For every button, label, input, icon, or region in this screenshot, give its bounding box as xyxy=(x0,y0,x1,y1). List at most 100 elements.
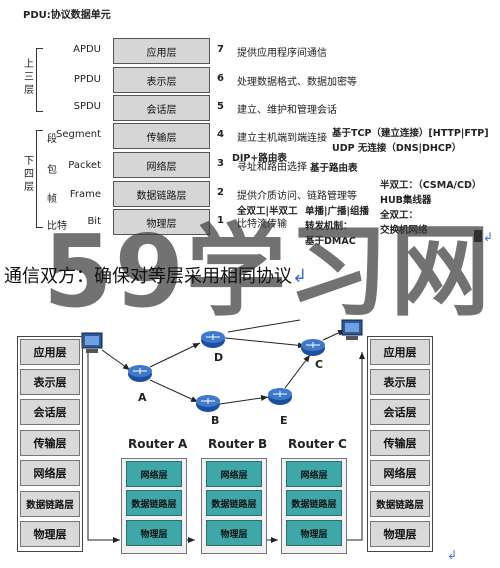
link-c-host xyxy=(322,329,346,341)
pdu-ppdu: PPDU xyxy=(73,74,101,85)
router-a-network: 网络层 xyxy=(126,461,182,487)
desc-physical: 比特流传输 xyxy=(237,219,287,230)
router-a-icon xyxy=(128,365,152,382)
pdu-title: PDU:协议数据单元 xyxy=(23,10,111,21)
pdu-bit: Bit xyxy=(87,216,101,227)
note-router-table: 基于路由表 xyxy=(310,163,358,174)
pdu-spdu: SPDU xyxy=(73,101,101,112)
right-session: 会话层 xyxy=(370,399,430,425)
left-transport: 传输层 xyxy=(20,430,80,456)
right-network: 网络层 xyxy=(370,460,430,486)
pdu-segment: Segment xyxy=(56,129,101,140)
note-forward: 转发机制： xyxy=(305,221,353,232)
desc-application: 提供应用程序间通信 xyxy=(237,48,327,59)
host-left-icon xyxy=(81,332,103,353)
router-b-physical: 物理层 xyxy=(206,520,262,546)
return-mark-top: ↲ xyxy=(483,230,494,244)
upper-brace xyxy=(36,48,43,112)
note-tcp: 基于TCP（建立连接）[HTTP|FTP] xyxy=(332,128,489,139)
pdu-packet: Packet xyxy=(68,160,101,171)
lower-brace xyxy=(36,130,43,228)
desc-session: 建立、维护和管理会话 xyxy=(237,105,337,116)
upper-group-label: 上三层 xyxy=(24,59,34,96)
left-physical: 物理层 xyxy=(20,521,80,547)
pdu-frame: Frame xyxy=(69,189,101,200)
path-host-to-router-a xyxy=(87,352,120,543)
left-session: 会话层 xyxy=(20,399,80,425)
router-b-network: 网络层 xyxy=(206,461,262,487)
right-physical: 物理层 xyxy=(370,521,430,547)
link-e-c xyxy=(284,354,311,389)
layer-num-1: 1 xyxy=(217,215,224,226)
note-hub: HUB集线器 xyxy=(380,195,432,206)
router-c-datalink: 数据链路层 xyxy=(286,490,342,516)
layer-num-5: 5 xyxy=(217,101,224,112)
note-full-duplex: 全双工： xyxy=(380,210,419,221)
prefix-packet: 包 xyxy=(47,165,57,176)
router-c-physical: 物理层 xyxy=(286,520,342,546)
link-a-b xyxy=(149,379,199,403)
lower-group-label: 下四层 xyxy=(24,156,34,193)
page-heading: 通信双方：确保对等层采用相同协议↲ xyxy=(4,262,307,288)
router-c-network: 网络层 xyxy=(286,461,342,487)
path-c-to-host xyxy=(344,352,365,541)
osi-physical: 物理层 xyxy=(113,209,210,235)
node-label-b: B xyxy=(211,414,220,427)
router-e-icon xyxy=(268,388,292,405)
prefix-bit: 比特 xyxy=(47,221,67,232)
note-duplex-line: 全双工|半双工 xyxy=(237,206,298,217)
note-half-duplex: 半双工：（CSMA/CD） xyxy=(380,180,482,191)
link-b-e xyxy=(219,395,269,405)
router-b-label: Router B xyxy=(208,437,268,451)
right-transport: 传输层 xyxy=(370,430,430,456)
router-icons xyxy=(128,331,325,412)
router-c-icon xyxy=(301,339,325,356)
router-d-icon xyxy=(201,331,225,348)
layer-num-3: 3 xyxy=(217,158,224,169)
note-dip: DIP+路由表 xyxy=(232,153,287,164)
layer-num-2: 2 xyxy=(217,187,224,198)
osi-session: 会话层 xyxy=(113,95,210,121)
left-presentation: 表示层 xyxy=(20,369,80,395)
desc-network: 寻址和路由选择 xyxy=(237,162,307,173)
cursor-block xyxy=(474,230,482,242)
osi-transport: 传输层 xyxy=(113,123,210,149)
router-b-icon xyxy=(196,395,220,412)
return-mark-bottom: ↲ xyxy=(447,548,458,562)
link-a-d xyxy=(149,342,201,368)
layer-num-7: 7 xyxy=(217,44,224,55)
router-a-datalink: 数据链路层 xyxy=(126,490,182,516)
prefix-frame: 帧 xyxy=(47,194,57,205)
heading-text: 通信双方：确保对等层采用相同协议 xyxy=(4,266,292,287)
left-host-stack xyxy=(17,336,83,552)
return-mark-heading: ↲ xyxy=(292,266,308,287)
node-label-e: E xyxy=(280,414,288,427)
right-host-stack xyxy=(367,336,433,552)
note-cast-line: 单播|广播|组播 xyxy=(305,206,369,217)
osi-application: 应用层 xyxy=(113,38,210,64)
host-right-icon xyxy=(341,319,363,340)
osi-network: 网络层 xyxy=(113,152,210,178)
prefix-segment: 段 xyxy=(47,134,57,145)
osi-presentation: 表示层 xyxy=(113,67,210,93)
right-datalink: 数据链路层 xyxy=(370,491,430,517)
note-switch: 交换机网络 xyxy=(380,225,428,236)
desc-datalink: 提供介质访问、链路管理等 xyxy=(237,191,357,202)
router-c-label: Router C xyxy=(288,437,347,451)
right-application: 应用层 xyxy=(370,339,430,365)
link-host-a xyxy=(101,349,131,371)
left-application: 应用层 xyxy=(20,339,80,365)
left-network: 网络层 xyxy=(20,460,80,486)
node-label-d: D xyxy=(214,351,224,364)
node-label-a: A xyxy=(138,391,147,404)
note-dmac: 基于DMAC xyxy=(305,236,356,247)
node-label-c: C xyxy=(315,358,324,371)
desc-presentation: 处理数据格式、数据加密等 xyxy=(237,77,357,88)
pdu-apdu: APDU xyxy=(73,44,101,55)
left-datalink: 数据链路层 xyxy=(20,491,80,517)
link-d-top xyxy=(227,319,301,333)
watermark: 59学习网 xyxy=(43,213,493,330)
router-a-label: Router A xyxy=(128,437,188,451)
router-a-physical: 物理层 xyxy=(126,520,182,546)
